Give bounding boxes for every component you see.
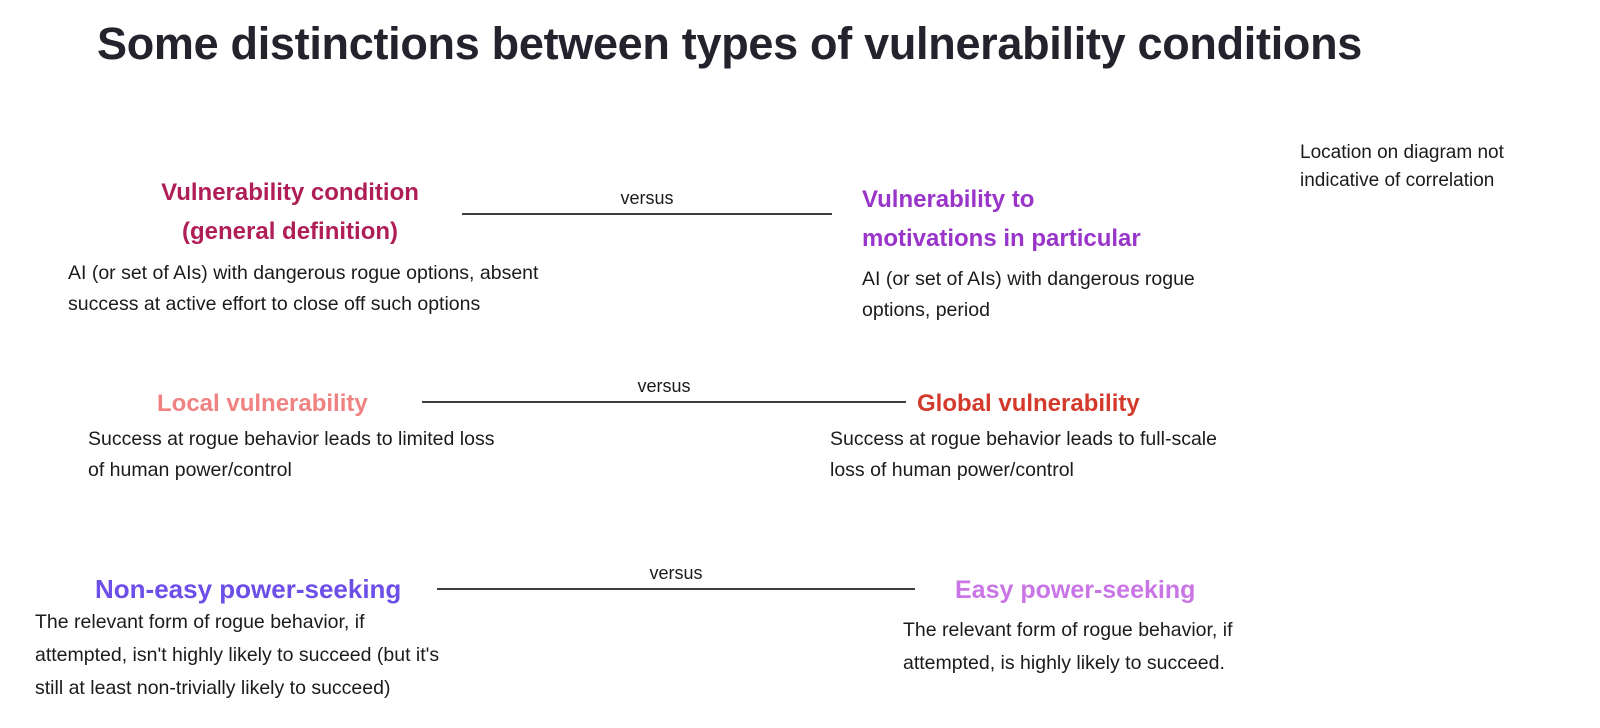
heading-non-easy-power-seeking: Non-easy power-seeking xyxy=(95,574,402,604)
versus-divider-row3: versus xyxy=(437,562,915,590)
versus-label-row2: versus xyxy=(637,376,691,396)
definition-local-vulnerability: Success at rogue behavior leads to limit… xyxy=(88,428,495,481)
definition-vulnerability-condition: AI (or set of AIs) with dangerous rogue … xyxy=(68,262,539,315)
correlation-note: Location on diagram not indicative of co… xyxy=(1300,142,1504,191)
heading-local-vulnerability: Local vulnerability xyxy=(157,390,368,417)
definition-easy-power-seeking: The relevant form of rogue behavior, if … xyxy=(903,619,1233,675)
definition-vulnerability-to-motivations: AI (or set of AIs) with dangerous rogue … xyxy=(862,268,1195,321)
versus-label-row1: versus xyxy=(620,188,674,208)
versus-label-row3: versus xyxy=(649,563,703,583)
heading-global-vulnerability: Global vulnerability xyxy=(917,390,1140,417)
diagram-title: Some distinctions between types of vulne… xyxy=(97,18,1362,69)
definition-non-easy-power-seeking: The relevant form of rogue behavior, if … xyxy=(35,611,440,700)
heading-vulnerability-to-motivations: Vulnerability to motivations in particul… xyxy=(862,186,1141,252)
versus-divider-row1: versus xyxy=(462,187,832,215)
versus-divider-row2: versus xyxy=(422,375,906,403)
definition-global-vulnerability: Success at rogue behavior leads to full-… xyxy=(830,428,1217,481)
heading-vulnerability-condition: Vulnerability condition (general definit… xyxy=(161,179,419,245)
heading-easy-power-seeking: Easy power-seeking xyxy=(955,576,1196,604)
